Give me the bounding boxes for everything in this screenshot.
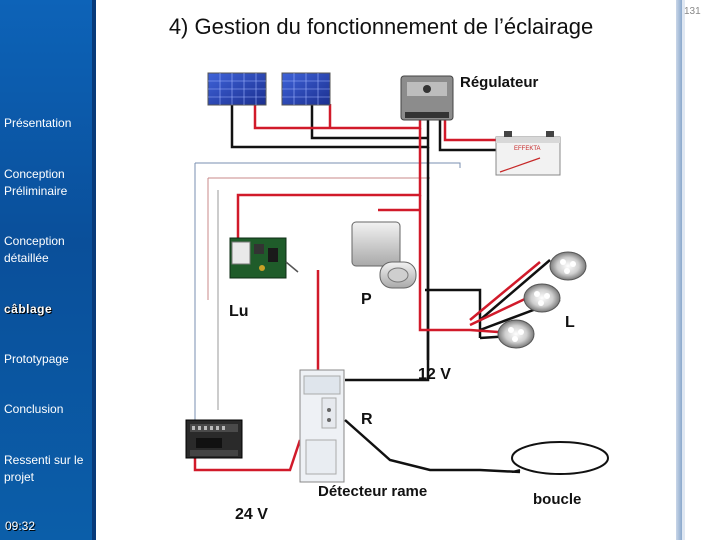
right-border-highlight — [682, 0, 685, 540]
sidebar-item-conclusion[interactable]: Conclusion — [4, 402, 64, 416]
label-regulateur: Régulateur — [460, 74, 539, 91]
thin-wires — [194, 162, 461, 420]
plc-controller — [185, 419, 243, 459]
battery: EFFEKTA — [495, 131, 561, 176]
sidebar-item-presentation[interactable]: Présentation — [4, 116, 72, 130]
label-12v: 12 V — [418, 366, 451, 383]
positive-wires — [193, 104, 541, 472]
detection-loop — [511, 441, 609, 475]
right-border — [676, 0, 682, 540]
battery-brand: EFFEKTA — [514, 146, 541, 152]
solar-panel-1 — [207, 72, 267, 106]
negative-wires — [230, 104, 561, 474]
label-p: P — [361, 291, 372, 308]
sidebar-item-cablage[interactable]: câblage — [4, 302, 53, 316]
label-l: L — [565, 314, 575, 331]
sidebar-item-ressenti[interactable]: Ressenti sur le projet — [4, 453, 84, 484]
sidebar-item-conception-preliminaire[interactable]: Conception Préliminaire — [4, 167, 68, 198]
regulator-device — [400, 75, 454, 121]
slide-number: 131 — [684, 6, 701, 17]
label-lu: Lu — [229, 303, 249, 320]
light-sensor-board — [229, 237, 299, 279]
clock-time: 09:32 — [5, 519, 36, 533]
presence-detector — [351, 221, 417, 289]
label-detecteur-rame: Détecteur rame — [318, 483, 427, 500]
led-lamp-3 — [497, 319, 535, 349]
led-lamp-2 — [523, 283, 561, 313]
label-boucle: boucle — [533, 491, 581, 508]
sidebar: Présentation Conception Préliminaire Con… — [0, 0, 96, 540]
sidebar-item-prototypage[interactable]: Prototypage — [4, 352, 69, 366]
slide-title: 4) Gestion du fonctionnement de l’éclair… — [168, 14, 594, 39]
sidebar-divider — [92, 0, 96, 540]
solar-panel-2 — [281, 72, 331, 106]
led-lamp-1 — [549, 251, 587, 281]
rail-detector-module — [299, 369, 345, 483]
label-r: R — [361, 411, 373, 428]
sidebar-item-conception-detaillee[interactable]: Conception détaillée — [4, 234, 65, 265]
label-24v: 24 V — [235, 506, 268, 523]
